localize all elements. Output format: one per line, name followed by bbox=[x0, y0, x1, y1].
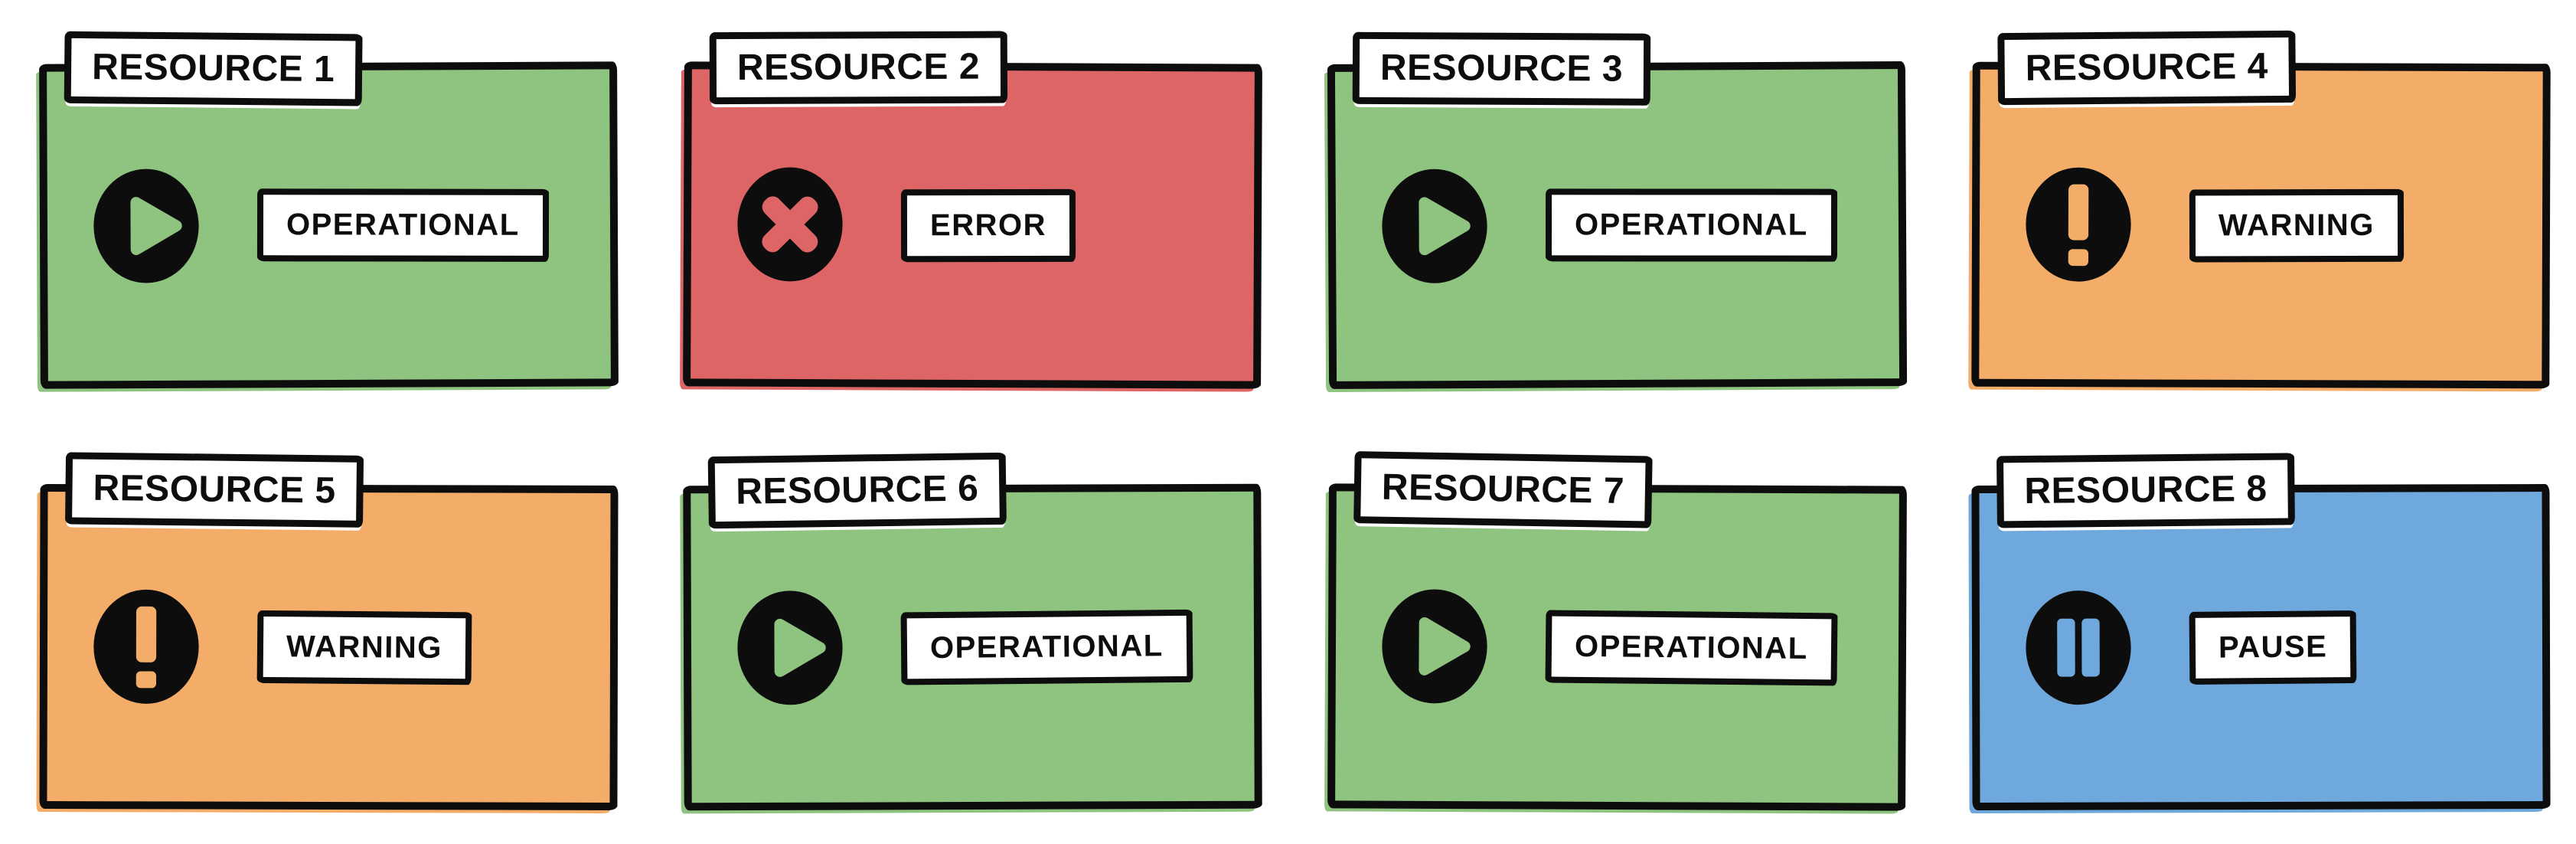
card-content: ERROR bbox=[691, 69, 1255, 381]
status-badge: OPERATIONAL bbox=[256, 188, 549, 262]
pause-icon bbox=[2023, 587, 2134, 708]
status-badge: OPERATIONAL bbox=[900, 609, 1193, 685]
play-icon bbox=[1378, 586, 1490, 708]
resource-card[interactable]: RESOURCE 4 WARNING bbox=[1971, 30, 2551, 389]
resource-card[interactable]: RESOURCE 8 PAUSE bbox=[1971, 453, 2551, 810]
status-badge: WARNING bbox=[2189, 188, 2404, 263]
card-title-tab: RESOURCE 7 bbox=[1353, 451, 1653, 528]
card-title-tab: RESOURCE 4 bbox=[1997, 30, 2296, 106]
card-content: OPERATIONAL bbox=[691, 492, 1255, 803]
card-title: RESOURCE 6 bbox=[736, 468, 979, 512]
resource-card[interactable]: RESOURCE 7 OPERATIONAL bbox=[1327, 451, 1907, 811]
play-icon bbox=[734, 587, 847, 709]
status-label: ERROR bbox=[930, 208, 1047, 242]
card-title-tab: RESOURCE 6 bbox=[707, 452, 1007, 529]
board-cell: RESOURCE 4 WARNING bbox=[1932, 0, 2576, 422]
resource-card[interactable]: RESOURCE 6 OPERATIONAL bbox=[683, 452, 1262, 811]
card-title: RESOURCE 7 bbox=[1380, 466, 1624, 512]
status-label: OPERATIONAL bbox=[286, 207, 520, 242]
card-content: WARNING bbox=[47, 492, 610, 803]
status-label: WARNING bbox=[2218, 208, 2375, 242]
card-content: OPERATIONAL bbox=[1335, 491, 1899, 803]
status-badge: PAUSE bbox=[2189, 610, 2357, 685]
error-x-icon bbox=[734, 164, 847, 286]
card-title: RESOURCE 4 bbox=[2025, 46, 2268, 89]
status-badge: OPERATIONAL bbox=[1545, 188, 1837, 262]
card-title: RESOURCE 1 bbox=[91, 47, 335, 90]
card-title: RESOURCE 8 bbox=[2023, 468, 2267, 512]
warning-exclamation-icon bbox=[90, 586, 202, 707]
play-icon bbox=[1378, 165, 1490, 287]
card-content: WARNING bbox=[1979, 70, 2542, 381]
card-content: OPERATIONAL bbox=[47, 69, 611, 381]
status-label: PAUSE bbox=[2218, 629, 2328, 665]
card-title: RESOURCE 2 bbox=[737, 46, 981, 89]
status-badge: OPERATIONAL bbox=[1545, 609, 1837, 685]
board-cell: RESOURCE 3 OPERATIONAL bbox=[1288, 0, 1932, 422]
card-title-tab: RESOURCE 1 bbox=[64, 31, 363, 106]
board-cell: RESOURCE 1 OPERATIONAL bbox=[0, 0, 644, 422]
board-cell: RESOURCE 6 OPERATIONAL bbox=[644, 422, 1288, 844]
resource-card[interactable]: RESOURCE 3 OPERATIONAL bbox=[1327, 31, 1907, 389]
card-title-tab: RESOURCE 3 bbox=[1352, 31, 1650, 106]
board-cell: RESOURCE 8 PAUSE bbox=[1932, 422, 2576, 844]
status-badge: WARNING bbox=[256, 610, 472, 685]
card-content: OPERATIONAL bbox=[1334, 69, 1899, 381]
board-cell: RESOURCE 5 WARNING bbox=[0, 422, 644, 844]
card-title: RESOURCE 5 bbox=[93, 467, 336, 512]
status-label: WARNING bbox=[286, 629, 443, 665]
warning-exclamation-icon bbox=[2022, 164, 2134, 286]
status-label: OPERATIONAL bbox=[1574, 207, 1808, 242]
status-label: OPERATIONAL bbox=[1574, 629, 1808, 666]
card-title-tab: RESOURCE 2 bbox=[709, 31, 1008, 105]
resource-card[interactable]: RESOURCE 1 OPERATIONAL bbox=[39, 31, 619, 389]
board-cell: RESOURCE 2 ERROR bbox=[644, 0, 1288, 422]
play-icon bbox=[90, 165, 203, 287]
card-content: PAUSE bbox=[1979, 492, 2542, 803]
status-label: OPERATIONAL bbox=[930, 628, 1164, 665]
board-cell: RESOURCE 7 OPERATIONAL bbox=[1288, 422, 1932, 844]
status-badge: ERROR bbox=[901, 188, 1076, 262]
card-title-tab: RESOURCE 5 bbox=[65, 452, 364, 528]
resource-card[interactable]: RESOURCE 2 ERROR bbox=[683, 31, 1263, 389]
card-title: RESOURCE 3 bbox=[1379, 47, 1623, 90]
card-title-tab: RESOURCE 8 bbox=[1996, 453, 2295, 528]
resource-card[interactable]: RESOURCE 5 WARNING bbox=[39, 452, 619, 810]
